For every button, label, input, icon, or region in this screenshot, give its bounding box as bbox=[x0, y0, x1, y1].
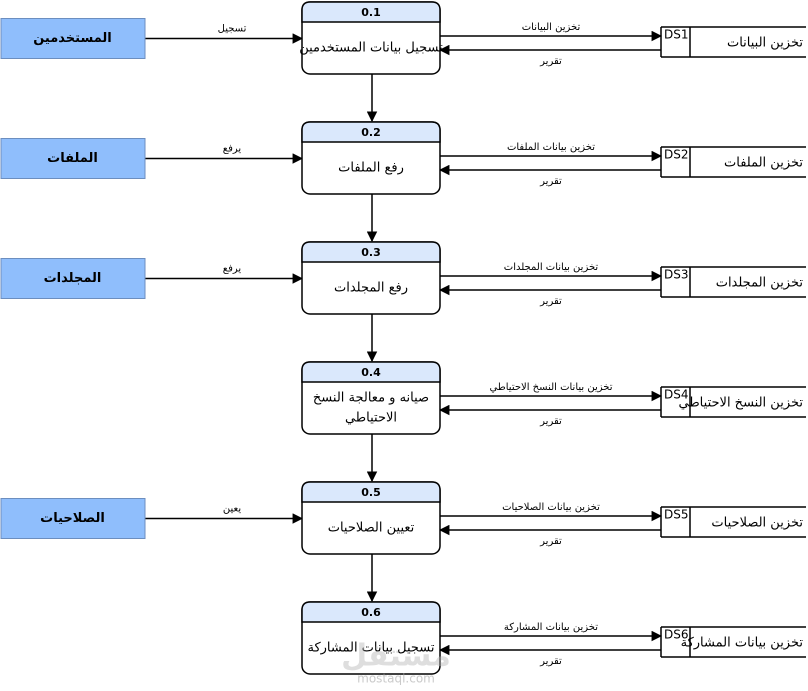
process-label: الاحتياطي bbox=[345, 411, 397, 426]
process-label: رفع المجلدات bbox=[334, 281, 408, 296]
process-id: 0.5 bbox=[361, 486, 381, 499]
report-flow-label: تقرير bbox=[539, 656, 562, 667]
entity-box bbox=[0, 258, 146, 299]
store-flow-label: تخزين البيانات bbox=[522, 22, 581, 33]
datastore-name: تخزين البيانات bbox=[727, 36, 803, 51]
datastore-DS3: DS3 تخزين المجلدات bbox=[660, 266, 806, 298]
datastore-id: DS4 bbox=[664, 388, 689, 402]
entity-flow-label: تسجيل bbox=[218, 24, 247, 35]
process-header bbox=[301, 601, 441, 623]
process-label: رفع الملفات bbox=[338, 161, 404, 176]
datastore-name: تخزين النسخ الاحتياطي bbox=[679, 396, 804, 411]
datastore-name: تخزين الصلاحيات bbox=[711, 516, 803, 531]
process-label: تسجيل بيانات المشاركة bbox=[307, 641, 434, 656]
store-flow-label: تخزين بيانات النسخ الاحتياطي bbox=[489, 382, 612, 393]
entity-flow-label: يعين bbox=[223, 504, 241, 515]
datastore-name: تخزين الملفات bbox=[724, 156, 803, 171]
report-flow-label: تقرير bbox=[539, 56, 562, 67]
entity-label: الملفات bbox=[47, 151, 98, 166]
report-flow-label: تقرير bbox=[539, 296, 562, 307]
process-label: تسجيل بيانات المستخدمين bbox=[299, 41, 443, 56]
process-header bbox=[301, 241, 441, 263]
entity-2: الملفات bbox=[0, 138, 146, 179]
process-id: 0.1 bbox=[361, 6, 381, 19]
report-flow-label: تقرير bbox=[539, 176, 562, 187]
process-id: 0.2 bbox=[361, 126, 381, 139]
process-0.3: 0.3 رفع المجلدات bbox=[301, 241, 441, 315]
datastore-DS1: DS1 تخزين البيانات bbox=[660, 26, 806, 58]
entity-1: المستخدمين bbox=[0, 18, 146, 59]
entity-box bbox=[0, 498, 146, 539]
datastore-id: DS2 bbox=[664, 148, 689, 162]
process-header bbox=[301, 121, 441, 143]
entity-box bbox=[0, 138, 146, 179]
entity-flow-label: يرفع bbox=[223, 144, 242, 155]
entity-3: المجلدات bbox=[0, 258, 146, 299]
watermark-logo-text: مستقل bbox=[341, 639, 451, 674]
entity-label: المجلدات bbox=[44, 271, 102, 286]
entity-box bbox=[0, 18, 146, 59]
datastore-name: تخزين المجلدات bbox=[716, 276, 804, 291]
process-id: 0.4 bbox=[361, 366, 381, 379]
process-0.5: 0.5 تعيين الصلاحيات bbox=[301, 481, 441, 555]
process-header bbox=[301, 481, 441, 503]
store-flow-label: تخزين بيانات المشاركة bbox=[504, 622, 598, 633]
process-0.4: 0.4 صيانه و معالجة النسخ الاحتياطي bbox=[301, 361, 441, 435]
entity-4: الصلاحيات bbox=[0, 498, 146, 539]
datastore-name: تخزين بيانات المشاركة bbox=[681, 636, 804, 651]
datastore-id: DS3 bbox=[664, 268, 689, 282]
store-flow-label: تخزين بيانات المجلدات bbox=[504, 262, 599, 273]
entity-flow-label: يرفع bbox=[223, 264, 242, 275]
datastore-DS5: DS5 تخزين الصلاحيات bbox=[660, 506, 806, 538]
store-flow-label: تخزين بيانات الملفات bbox=[507, 142, 595, 153]
process-label: صيانه و معالجة النسخ bbox=[313, 391, 429, 406]
process-id: 0.3 bbox=[361, 246, 381, 259]
datastore-DS2: DS2 تخزين الملفات bbox=[660, 146, 806, 178]
report-flow-label: تقرير bbox=[539, 536, 562, 547]
datastore-id: DS1 bbox=[664, 28, 689, 42]
process-0.2: 0.2 رفع الملفات bbox=[301, 121, 441, 195]
process-label: تعيين الصلاحيات bbox=[328, 521, 415, 536]
process-id: 0.6 bbox=[361, 606, 381, 619]
process-0.1: 0.1 تسجيل بيانات المستخدمين bbox=[299, 1, 443, 75]
entity-label: المستخدمين bbox=[33, 31, 112, 46]
report-flow-label: تقرير bbox=[539, 416, 562, 427]
watermark-url: mostaql.com bbox=[357, 672, 435, 686]
datastore-id: DS6 bbox=[664, 628, 689, 642]
store-flow-label: تخزين بيانات الصلاحيات bbox=[502, 502, 600, 513]
entity-label: الصلاحيات bbox=[40, 511, 105, 526]
process-header bbox=[301, 1, 441, 23]
process-0.6: 0.6 تسجيل بيانات المشاركة bbox=[301, 601, 441, 675]
process-header bbox=[301, 361, 441, 383]
datastore-id: DS5 bbox=[664, 508, 689, 522]
